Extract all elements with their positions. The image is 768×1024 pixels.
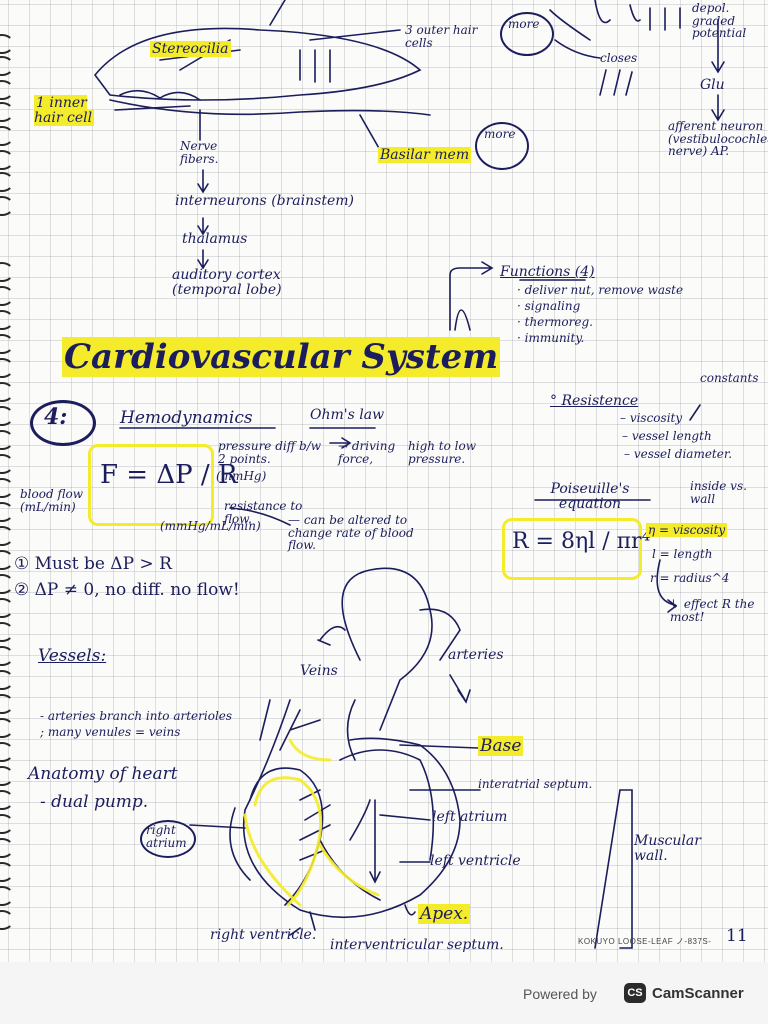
left-atrium-label: left atrium (432, 809, 508, 825)
ohm-formula: F = ΔP / R (100, 460, 238, 490)
section-circle (30, 400, 96, 446)
basilar-label: Basilar mem (378, 147, 472, 163)
ohms-law-label: Ohm's law (310, 407, 385, 423)
more-circle-1 (500, 12, 554, 56)
closes-label: closes (600, 51, 638, 65)
poiseuille-box (502, 518, 642, 580)
nerve-fibers-label: Nerve fibers. (180, 139, 219, 166)
interventricular-label: interventricular septum. (330, 937, 504, 953)
interneurons-label: interneurons (brainstem) (175, 193, 354, 209)
function-item-1: · deliver nut, remove waste (517, 283, 684, 297)
resistence-heading: ° Resistence (550, 393, 639, 409)
constants-label: constants (700, 371, 759, 385)
muscular-wall-label: Muscular wall. (634, 833, 701, 864)
mmhg-label: (mmHg) (216, 469, 267, 483)
vessels-note-2: ; many venules = veins (40, 725, 181, 739)
resistance-units: (mmHg/mL/min) (160, 519, 261, 533)
inside-wall-label: inside vs. wall (690, 479, 747, 506)
eta-definition: η = viscosity (646, 523, 728, 537)
notebook-brand: KOKUYO LOOSE-LEAF ノ-837S- (578, 937, 712, 946)
poiseuille-formula: R = 8ηl / πr⁴ (512, 529, 651, 554)
poiseuille-heading: Poiseuille's equation (550, 481, 630, 512)
right-ventricle-label: right ventricle. (210, 927, 317, 943)
functions-heading: Functions (4) (500, 264, 595, 280)
stereocilia-label: Stereocilia (150, 41, 231, 57)
resistence-item-3: – vessel diameter. (624, 447, 733, 461)
section-number: 4: (44, 404, 68, 430)
more-circle-2 (475, 122, 529, 170)
pressure-diff-label: pressure diff b/w 2 points. (218, 439, 322, 466)
depol-label: depol. graded potential (692, 1, 747, 41)
effect-r-label: ↳ effect R the most! (670, 597, 755, 624)
page-title: Cardiovascular System (62, 337, 501, 377)
high-low-label: high to low pressure. (408, 439, 476, 466)
outer-hair-label: 3 outer hair cells (405, 23, 478, 50)
camscanner-name: CamScanner (652, 985, 744, 1002)
vessels-heading: Vessels: (38, 646, 107, 666)
right-atrium-label: right atrium (146, 823, 187, 850)
resistance-label: resistance to flow. (224, 499, 303, 526)
function-item-4: · immunity. (517, 331, 585, 345)
glu-label: Glu (700, 77, 725, 93)
auditory-cortex-label: auditory cortex (temporal lobe) (172, 267, 282, 298)
apex-label: Apex. (418, 904, 471, 924)
arteries-label: arteries (448, 647, 504, 663)
heart-sketch (242, 699, 461, 919)
anatomy-heading: Anatomy of heart (28, 764, 178, 784)
sketch-drawings (93, 0, 725, 949)
blood-flow-label: blood flow (mL/min) (20, 487, 83, 514)
hemodynamics-heading: Hemodynamics (120, 408, 253, 428)
veins-label: Veins (300, 663, 338, 679)
more-label-1: more (508, 17, 540, 31)
camscanner-logo-icon: CS (624, 983, 646, 1003)
left-ventricle-label: left ventricle (430, 853, 521, 869)
can-be-altered-label: — can be altered to change rate of blood… (288, 513, 414, 553)
resistence-item-1: – viscosity (620, 411, 683, 425)
interatrial-label: interatrial septum. (478, 777, 593, 791)
l-definition: l = length (652, 547, 713, 561)
ohm-formula-box (88, 444, 214, 526)
base-label: Base (478, 736, 524, 756)
afferent-label: afferent neuron (vestibulocochlear nerve… (668, 119, 768, 159)
resistence-item-2: – vessel length (622, 429, 712, 443)
inner-hair-label: 1 inner hair cell (34, 95, 95, 126)
rule-1: ① Must be ΔP > R (14, 554, 172, 574)
r-definition: r = radius^4 (650, 571, 730, 585)
powered-by-label: Powered by (523, 986, 597, 1002)
function-item-2: · signaling (517, 299, 581, 313)
more-label-2: more (484, 127, 516, 141)
rule-2: ② ΔP ≠ 0, no diff. no flow! (14, 580, 240, 600)
driving-force-label: → driving force, (338, 439, 396, 466)
dual-pump-label: - dual pump. (40, 792, 149, 812)
page-number: 11 (726, 926, 748, 946)
organ-of-corti-sketch (93, 27, 422, 101)
thalamus-label: thalamus (182, 231, 248, 247)
function-item-3: · thermoreg. (517, 315, 593, 329)
vessels-note-1: - arteries branch into arterioles (40, 709, 233, 723)
right-atrium-circle (140, 820, 196, 858)
